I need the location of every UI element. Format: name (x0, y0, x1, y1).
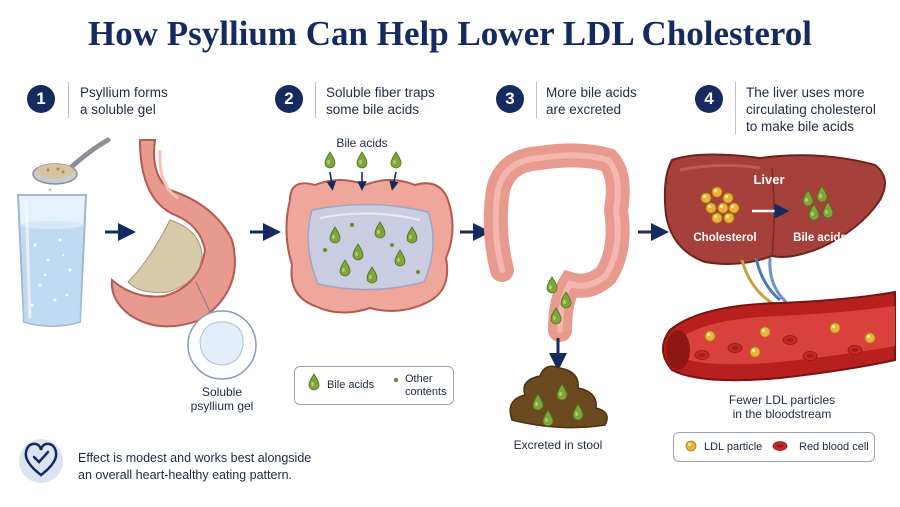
blood-legend: LDL particle Red blood cell (673, 432, 875, 462)
legend-rbc-text: Red blood cell (799, 441, 869, 453)
liver-icon (663, 153, 886, 265)
glass-icon (16, 194, 88, 327)
gut-legend: Bile acids Other contents (294, 366, 454, 405)
bile-acids-top-label: Bile acids (336, 136, 388, 150)
step-2-badge: 2 (275, 85, 303, 113)
footnote: Effect is modest and works best alongsid… (78, 450, 311, 484)
fewer-ldl-label-line-2: in the bloodstream (732, 407, 832, 421)
step-3-badge: 3 (496, 85, 524, 113)
step-2-text: Soluble fiber traps some bile acids (326, 84, 435, 118)
incoming-bile-acids (324, 151, 402, 191)
step-4-text: The liver uses more circulating choleste… (746, 84, 876, 135)
cholesterol-label: Cholesterol (693, 232, 757, 244)
spoon-icon (32, 137, 111, 185)
step-4-divider (735, 82, 736, 134)
step-3-line-1: More bile acids (546, 85, 637, 100)
liver-bile-acids-label: Bile acids (793, 232, 847, 244)
step-2-divider (315, 82, 316, 118)
hepatic-vessels (740, 257, 788, 307)
legend-other-contents-icon (393, 377, 399, 383)
step-4-line-1: The liver uses more (746, 85, 865, 100)
step-1-line-2: a soluble gel (80, 102, 156, 117)
gel-blob-icon (187, 281, 257, 380)
step-1-text: Psyllium forms a soluble gel (80, 84, 168, 118)
fewer-ldl-label-line-1: Fewer LDL particles (728, 393, 836, 407)
fewer-ldl-label: Fewer LDL particles in the bloodstream (712, 393, 852, 421)
soluble-gel-label: Soluble psyllium gel (182, 385, 262, 413)
liver-label: Liver (753, 172, 785, 187)
step-4-line-2: circulating cholesterol (746, 102, 876, 117)
soluble-gel-label-line-1: Soluble (201, 385, 243, 399)
step-3-text: More bile acids are excreted (546, 84, 637, 118)
stomach-icon (110, 139, 236, 328)
blood-vessel-icon (662, 290, 896, 382)
step-2-line-2: some bile acids (326, 102, 420, 117)
footnote-line-2: an overall heart-healthy eating pattern. (78, 468, 293, 482)
soluble-gel-label-line-2: psyllium gel (190, 399, 254, 413)
colon-icon (483, 143, 630, 342)
step-1-divider (68, 82, 69, 118)
step-1-line-1: Psyllium forms (80, 85, 168, 100)
step-3-divider (536, 82, 537, 118)
stool-icon (509, 365, 608, 429)
step-2-line-1: Soluble fiber traps (326, 85, 435, 100)
step-3-line-2: are excreted (546, 102, 622, 117)
page-title: How Psyllium Can Help Lower LDL Choleste… (87, 14, 812, 53)
legend-contents-text: contents (405, 386, 447, 398)
trapped-bile-acids (323, 221, 420, 284)
excreted-label: Excreted in stool (513, 438, 603, 452)
step-4-badge: 4 (695, 85, 723, 113)
footnote-line-1: Effect is modest and works best alongsid… (78, 451, 312, 465)
intestine-icon (285, 179, 454, 314)
step-4-line-3: to make bile acids (746, 119, 855, 134)
heart-check-icon (19, 439, 63, 483)
legend-ldl-text: LDL particle (704, 441, 763, 453)
legend-bile-acids-text: Bile acids (327, 379, 375, 391)
step-1-badge: 1 (27, 85, 55, 113)
legend-other-text: Other (405, 373, 433, 385)
